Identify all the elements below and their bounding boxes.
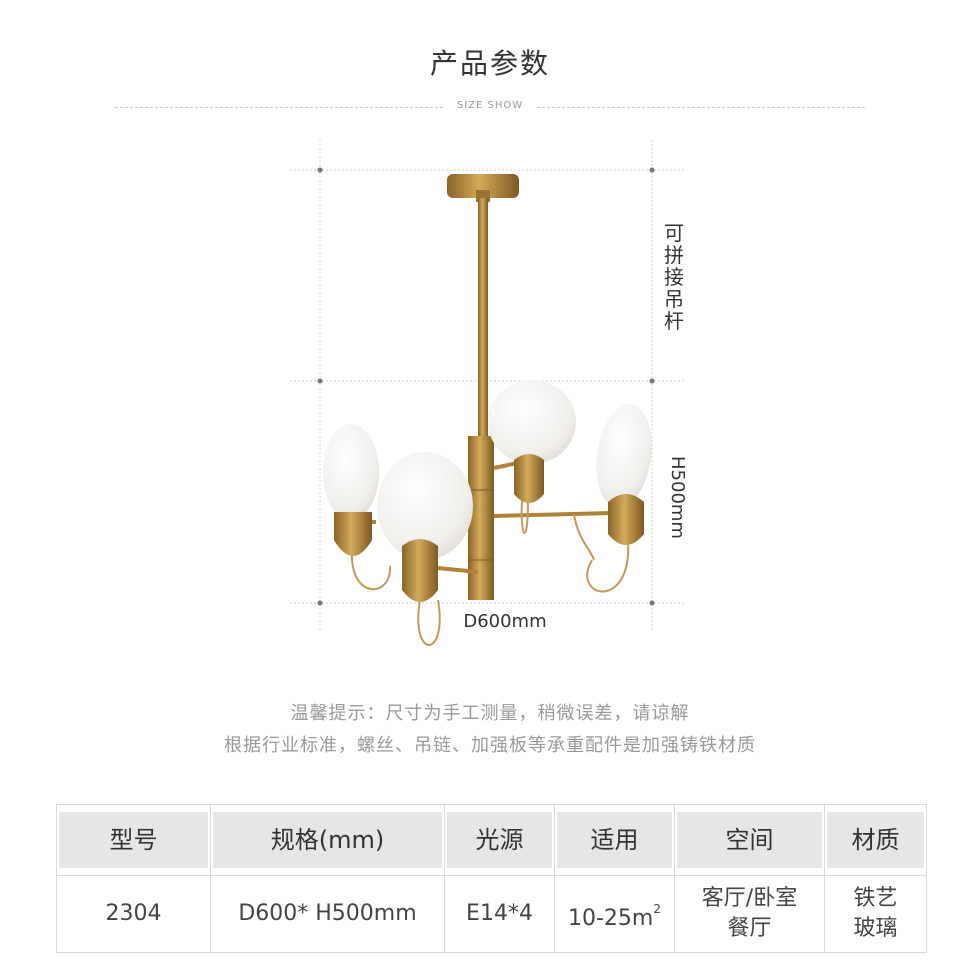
- header-cell-model: 型号: [56, 804, 211, 876]
- header-cell-material: 材质: [824, 804, 927, 876]
- width-label: D600mm: [463, 611, 547, 632]
- space-line-2: 餐厅: [727, 916, 772, 941]
- notes: 温馨提示：尺寸为手工测量，稍微误差，请谅解 根据行业标准，螺丝、吊链、加强板等承…: [0, 698, 980, 762]
- section-subtitle: SIZE SHOW: [115, 100, 865, 116]
- area-value: 10-25m: [568, 906, 654, 931]
- cell-space: 客厅/卧室 餐厅: [674, 875, 825, 953]
- area-superscript: 2: [653, 902, 661, 916]
- center-column: [468, 436, 494, 600]
- cell-area: 10-25m2: [554, 875, 675, 953]
- header-cell-area: 适用: [554, 804, 675, 876]
- note-tip: 温馨提示：尺寸为手工测量，稍微误差，请谅解: [290, 703, 690, 724]
- note-standard: 根据行业标准，螺丝、吊链、加强板等承重配件是加强铸铁材质: [224, 735, 756, 756]
- space-line-1: 客厅/卧室: [701, 886, 798, 911]
- chandelier-drawing: [290, 140, 686, 646]
- ceiling-canopy: [447, 174, 519, 202]
- product-figure: 可拼接吊杆 H500mm D600mm: [290, 140, 688, 646]
- subtitle-text: SIZE SHOW: [456, 100, 524, 111]
- cell-source: E14*4: [444, 875, 555, 953]
- cell-material: 铁艺 玻璃: [824, 875, 927, 953]
- height-label: H500mm: [667, 456, 688, 539]
- header-cell-spec: 规格(mm): [210, 804, 445, 876]
- cell-spec: D600* H500mm: [210, 875, 445, 953]
- dimension-dots: [317, 167, 655, 606]
- header-cell-source: 光源: [444, 804, 555, 876]
- glass-shades: [323, 380, 652, 560]
- spec-table: 型号 规格(mm) 光源 适用 空间 材质 2304 D600* H500mm …: [56, 804, 927, 953]
- header-cell-space: 空间: [674, 804, 825, 876]
- power-cords: [350, 499, 630, 646]
- page-title: 产品参数: [429, 47, 550, 80]
- table-header-row: 型号 规格(mm) 光源 适用 空间 材质: [56, 804, 927, 876]
- divider-left: [115, 107, 443, 108]
- cell-model: 2304: [56, 875, 211, 953]
- divider-right: [537, 107, 865, 108]
- dimension-guides: [290, 140, 686, 632]
- extension-rod: [478, 198, 488, 438]
- table-row: 2304 D600* H500mm E14*4 10-25m2 客厅/卧室 餐厅…: [56, 875, 927, 953]
- rod-label: 可拼接吊杆: [664, 221, 684, 333]
- lamp-holders: [334, 454, 644, 602]
- material-line-1: 铁艺: [853, 886, 898, 911]
- material-line-2: 玻璃: [853, 916, 898, 941]
